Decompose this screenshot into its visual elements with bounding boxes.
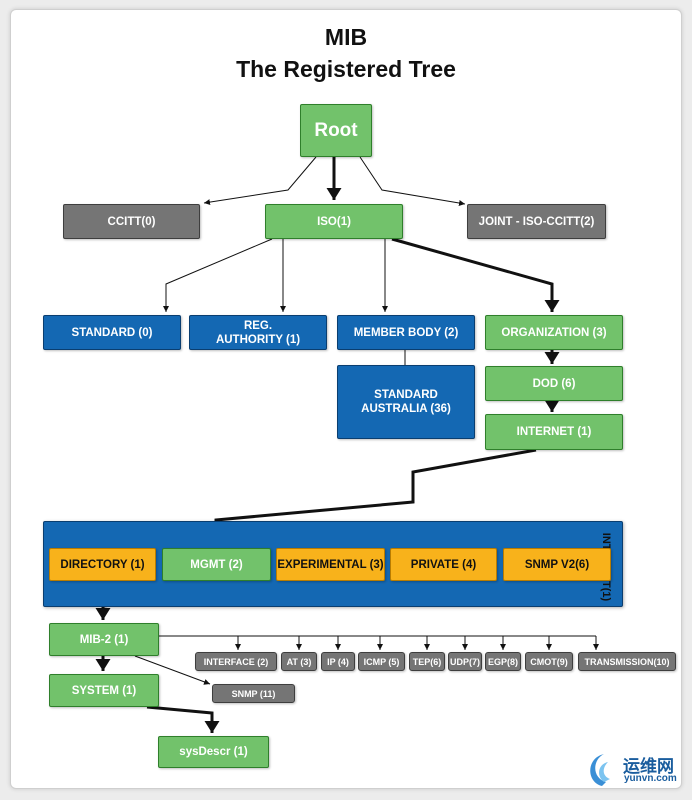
node-dod: DOD (6) bbox=[485, 366, 623, 401]
node-system: SYSTEM (1) bbox=[49, 674, 159, 707]
node-iso: ISO(1) bbox=[265, 204, 403, 239]
node-standard-australia: STANDARD AUSTRALIA (36) bbox=[337, 365, 475, 439]
node-ip: IP (4) bbox=[321, 652, 355, 671]
node-private: PRIVATE (4) bbox=[390, 548, 497, 581]
node-organization: ORGANIZATION (3) bbox=[485, 315, 623, 350]
watermark-cn: 运维网 bbox=[623, 757, 674, 776]
node-directory: DIRECTORY (1) bbox=[49, 548, 156, 581]
node-at: AT (3) bbox=[281, 652, 317, 671]
node-experimental: EXPERIMENTAL (3) bbox=[276, 548, 385, 581]
node-mgmt: MGMT (2) bbox=[162, 548, 271, 581]
node-standard: STANDARD (0) bbox=[43, 315, 181, 350]
node-root: Root bbox=[300, 104, 372, 157]
node-ccitt: CCITT(0) bbox=[63, 204, 200, 239]
node-interface: INTERFACE (2) bbox=[195, 652, 277, 671]
node-snmpv2: SNMP V2(6) bbox=[503, 548, 611, 581]
node-reg-authority: REG. AUTHORITY (1) bbox=[189, 315, 327, 350]
node-joint-iso-ccitt: JOINT - ISO-CCITT(2) bbox=[467, 204, 606, 239]
node-snmp-11: SNMP (11) bbox=[212, 684, 295, 703]
node-internet: INTERNET (1) bbox=[485, 414, 623, 450]
node-transmission: TRANSMISSION(10) bbox=[578, 652, 676, 671]
node-udp: UDP(7) bbox=[448, 652, 482, 671]
node-sysdescr: sysDescr (1) bbox=[158, 736, 269, 768]
node-tep: TEP(6) bbox=[409, 652, 445, 671]
watermark-logo-icon bbox=[590, 754, 610, 786]
node-cmot: CMOT(9) bbox=[525, 652, 573, 671]
node-egp: EGP(8) bbox=[485, 652, 521, 671]
diagram-title: MIB bbox=[324, 24, 368, 50]
node-icmp: ICMP (5) bbox=[358, 652, 405, 671]
diagram-subtitle: The Registered Tree bbox=[236, 56, 456, 82]
node-mib-2: MIB-2 (1) bbox=[49, 623, 159, 656]
node-member-body: MEMBER BODY (2) bbox=[337, 315, 475, 350]
watermark-en: yunvn.com bbox=[624, 773, 677, 784]
